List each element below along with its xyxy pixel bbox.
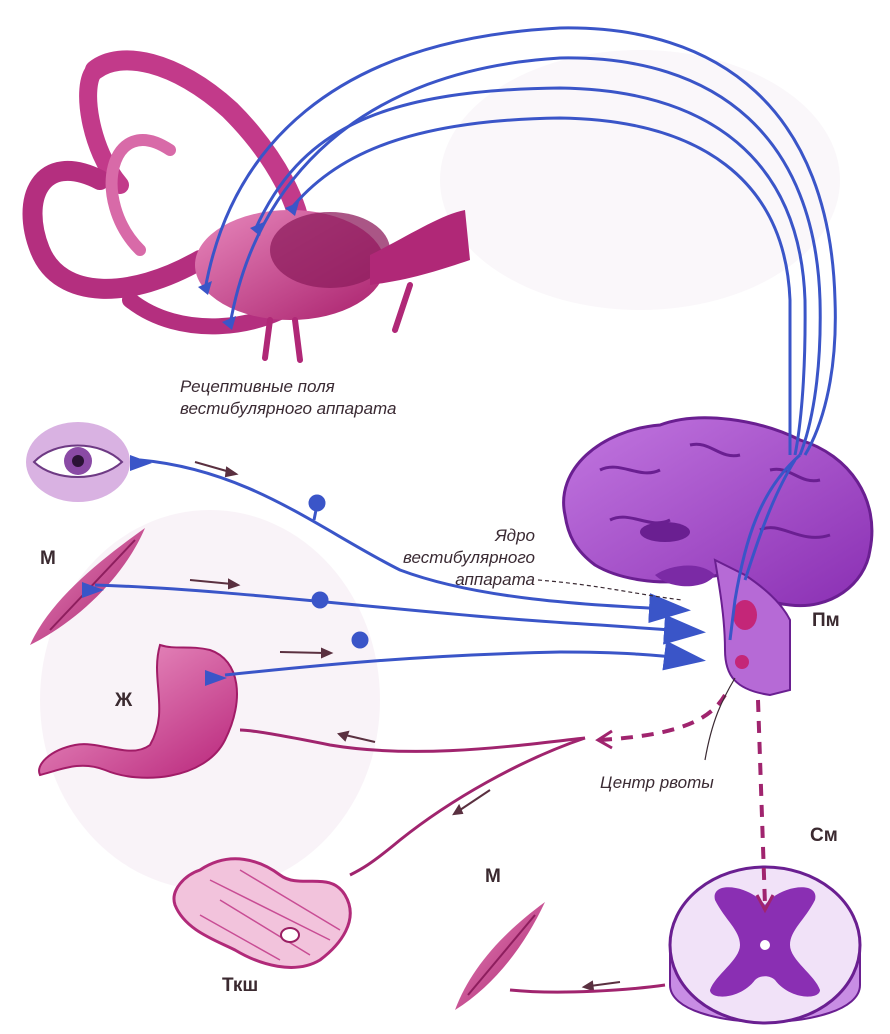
receptive-fields-line-2: вестибулярного аппарата (180, 398, 396, 420)
receptive-fields-label: Рецептивные поля вестибулярного аппарата (180, 376, 396, 420)
receptive-fields-line-1: Рецептивные поля (180, 376, 396, 398)
nucleus-line-3: аппарата (345, 569, 535, 591)
nucleus-line-2: вестибулярного (345, 547, 535, 569)
muscle-bottom-label: М (485, 866, 501, 888)
nucleus-line-1: Ядро (345, 525, 535, 547)
vestibular-nucleus-label: Ядро вестибулярного аппарата (345, 525, 535, 591)
muscle-bottom (455, 902, 545, 1010)
vomit-center-label: Центр рвоты (600, 772, 714, 794)
spinal-cord-label: См (810, 825, 838, 847)
eye (26, 422, 130, 502)
gi-tissue (174, 859, 350, 968)
muscle-top-label: М (40, 548, 56, 570)
medulla-label: Пм (812, 610, 840, 632)
stomach-label: Ж (115, 690, 132, 712)
gi-tissue-label: Ткш (222, 975, 258, 997)
